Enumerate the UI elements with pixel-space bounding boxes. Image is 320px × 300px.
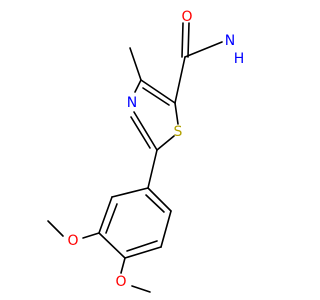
atom-labels: O N H N S O O <box>67 9 244 290</box>
bond-c4-methyl <box>129 47 142 81</box>
bonds <box>47 22 223 293</box>
molecule-diagram: O N H N S O O <box>47 9 244 293</box>
bond-ph3-ometa <box>82 232 100 239</box>
bond-camide-o <box>181 22 184 58</box>
bond-ph4-opara <box>120 257 126 274</box>
atom-n-ring: N <box>127 95 137 111</box>
bond-ph2-ph3 <box>98 196 113 234</box>
atom-o-carbonyl: O <box>181 9 192 25</box>
bond-n3-c4 <box>134 79 142 93</box>
bond-c2-n3-double <box>130 116 151 149</box>
atom-o-para: O <box>115 274 126 290</box>
bond-opara-ch3 <box>131 285 151 293</box>
bond-ph5-ph6 <box>160 210 172 248</box>
bond-ph4-ph5 <box>124 246 162 259</box>
bond-camide-o-double <box>187 22 190 58</box>
atom-n-amide: N <box>225 33 235 49</box>
bond-ph2-ph3-double <box>105 203 118 234</box>
bond-c5-s <box>174 102 179 125</box>
bond-camide-n <box>184 41 223 58</box>
bond-c2-phenyl <box>147 149 158 189</box>
bond-c5-camide <box>174 56 186 104</box>
bond-c4-c5-double <box>142 87 170 106</box>
atom-o-meta: O <box>67 233 78 249</box>
bond-c4-c5 <box>140 79 176 104</box>
bond-ph3-ph4 <box>98 232 126 259</box>
atom-h-amide: H <box>234 51 245 67</box>
bond-ph4-ph5-double <box>126 240 158 252</box>
bond-ph6-ph1-double <box>145 194 165 213</box>
bond-c2-n3 <box>133 111 158 151</box>
atom-s-ring: S <box>174 124 183 140</box>
bond-ph1-ph2 <box>111 187 149 198</box>
bond-ometa-ch3 <box>47 220 64 237</box>
bond-s-c2 <box>156 135 175 151</box>
bond-ph6-ph1 <box>147 187 172 212</box>
